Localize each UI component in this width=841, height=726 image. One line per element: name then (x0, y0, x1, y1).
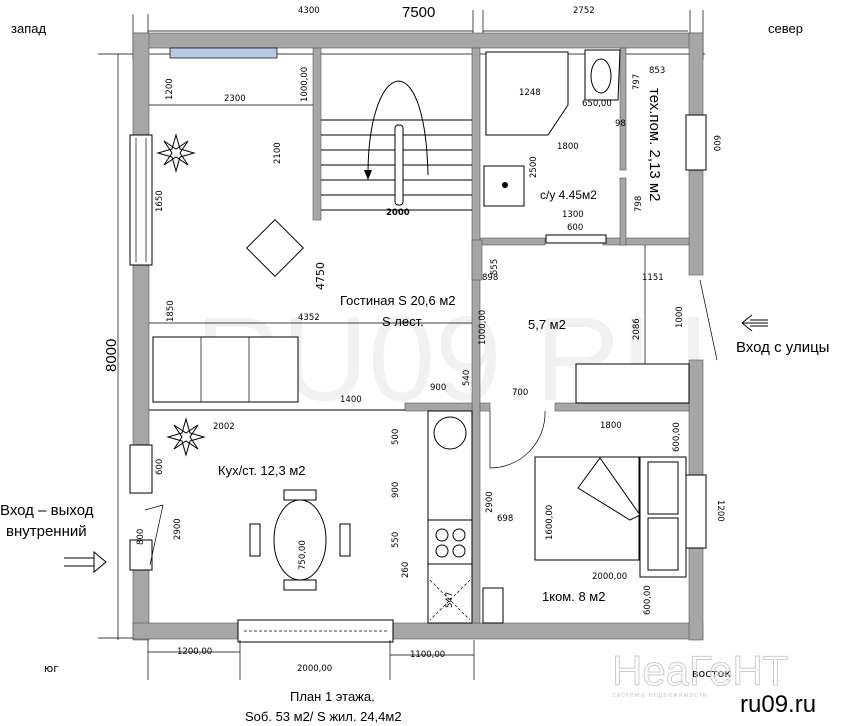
dim-4300: 4300 (298, 6, 320, 16)
dim-1400: 1400 (340, 395, 362, 405)
hall-furniture (575, 245, 718, 404)
dim-2300: 2300 (224, 94, 246, 104)
plant-icon (156, 133, 196, 173)
dim-1151: 1151 (642, 273, 664, 283)
dim-4750: 4750 (314, 262, 327, 290)
room-label-stairs: S лест. (382, 314, 424, 329)
dim-600-door: 600 (567, 223, 583, 233)
dim-1600: 1600,00 (545, 505, 555, 540)
dim-600-east: 600 (711, 135, 721, 151)
kitchen-furniture (144, 410, 473, 624)
internal-entrance-label-2: внутренний (6, 523, 87, 540)
room-label-bathroom: с/у 4.45м2 (540, 188, 597, 202)
compass-north: север (768, 21, 803, 36)
dim-500: 500 (391, 429, 401, 445)
bathroom-fixtures (483, 49, 621, 244)
dim-4352: 4352 (298, 313, 320, 323)
room-label-kitchen: Кух/ст. 12,3 м2 (218, 463, 306, 478)
dim-1200-east: 1200 (715, 500, 725, 522)
windows (129, 47, 707, 643)
dim-600-west: 600 (155, 459, 165, 475)
dim-900: 900 (430, 383, 446, 393)
dim-bottom-1200: 1200,00 (177, 647, 212, 657)
dim-550: 550 (391, 532, 401, 548)
dim-650: 650,00 (582, 99, 612, 109)
dim-797: 797 (632, 74, 642, 90)
street-entrance-arrow-icon (741, 314, 768, 332)
dim-1248: 1248 (519, 88, 541, 98)
dim-2752: 2752 (573, 6, 595, 16)
dim-750: 750,00 (298, 540, 308, 570)
dim-2500: 2500 (529, 156, 539, 178)
dim-2086: 2086 (632, 318, 642, 340)
compass-west: запад (11, 21, 46, 36)
dim-900-kitchen: 900 (391, 482, 401, 498)
dim-600-bed-2: 600,00 (643, 585, 653, 615)
dim-2900-right: 2900 (485, 491, 495, 513)
dim-2100: 2100 (273, 142, 283, 164)
dim-1300: 1300 (562, 210, 584, 220)
internal-entrance-arrow-icon (64, 550, 107, 574)
dim-1800-bed: 1800 (600, 421, 622, 431)
dim-260: 260 (401, 562, 411, 578)
dim-800: 800 (136, 529, 146, 545)
internal-entrance-label-1: Вход – выход (0, 502, 94, 519)
caption-title: План 1 этажа. (290, 689, 375, 704)
dim-700: 700 (512, 388, 528, 398)
dim-bottom-2000: 2000,00 (297, 664, 332, 674)
dim-540: 540 (462, 370, 472, 386)
dim-7500: 7500 (402, 4, 435, 21)
dim-bottom-1100: 1100,00 (410, 650, 445, 660)
room-label-hall: 5,7 м2 (528, 317, 566, 332)
walls (132, 32, 704, 641)
living-furniture (149, 104, 472, 457)
dim-1000-hall: 1000,00 (478, 310, 488, 345)
dim-547: 547 (445, 592, 455, 608)
dim-stairs-2000: 2000 (386, 208, 410, 218)
dim-600-bed: 600,00 (672, 422, 682, 452)
compass-east: восток (692, 667, 731, 680)
bedroom-furniture (482, 410, 687, 624)
caption-areas: Sоб. 53 м2/ S жил. 24,4м2 (245, 709, 402, 724)
compass-south: юг (44, 662, 59, 675)
dim-2002: 2002 (213, 422, 235, 432)
site-watermark: ru09.ru (740, 691, 816, 718)
dim-8000: 8000 (103, 339, 120, 372)
bottom-dimensions (98, 637, 475, 680)
dim-1000-east: 1000 (675, 306, 685, 328)
street-entrance-label: Вход с улицы (736, 339, 829, 356)
dim-555: 555 (490, 259, 500, 275)
plant-icon-kitchen (166, 417, 206, 457)
dim-1650: 1650 (155, 190, 165, 212)
agency-watermark-logo: НеаГеНТ (612, 647, 788, 694)
dim-1800-top: 1800 (557, 142, 579, 152)
dim-698: 698 (497, 514, 513, 524)
dim-1200: 1200 (165, 78, 175, 100)
dim-2000-bed: 2000,00 (592, 572, 627, 582)
staircase (321, 80, 472, 211)
stair-arrow-icon (364, 170, 372, 180)
dim-853: 853 (649, 66, 665, 76)
room-label-bedroom: 1ком. 8 м2 (542, 589, 605, 604)
room-label-tech-room: тех.пом. 2,13 м2 (646, 88, 663, 202)
dim-2900-left: 2900 (173, 518, 183, 540)
dim-1000: 1000,00 (300, 67, 310, 102)
dim-1850: 1850 (166, 300, 176, 322)
room-label-living: Гостиная S 20,6 м2 (340, 293, 456, 308)
dim-98: 98 (615, 119, 626, 129)
dim-798: 798 (634, 196, 644, 212)
agency-watermark-subtitle: система недвижимости (612, 692, 708, 699)
dim-898: 898 (482, 273, 498, 283)
